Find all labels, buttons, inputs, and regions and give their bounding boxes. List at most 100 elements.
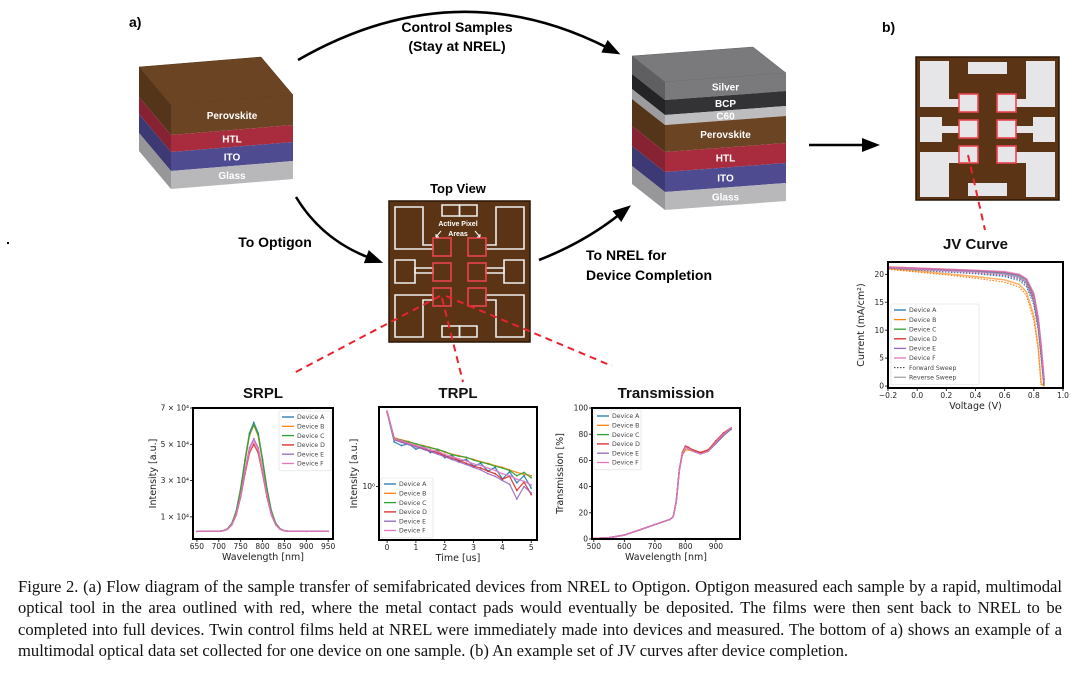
- control-samples-label: Control Samples: [401, 19, 512, 35]
- data-point: [494, 472, 496, 475]
- x-tick-label: 5: [529, 543, 534, 552]
- data-point: [279, 528, 281, 530]
- legend-entry: Device D: [909, 336, 937, 343]
- layer-side-face: [632, 126, 665, 172]
- y-tick-label: 80: [578, 430, 588, 439]
- data-point: [248, 434, 251, 436]
- areas-label: Areas: [448, 231, 468, 238]
- chart-title: JV Curve: [943, 236, 1008, 253]
- data-point: [261, 470, 264, 473]
- data-point: [494, 466, 496, 469]
- y-axis-label: Intensity [a.u.]: [349, 439, 360, 509]
- data-point: [715, 441, 717, 443]
- layer-perovskite: [665, 116, 786, 152]
- data-point: [196, 530, 198, 533]
- data-point: [472, 459, 475, 461]
- data-point: [681, 453, 684, 455]
- legend-entry: Device E: [909, 346, 936, 353]
- x-tick-label: 600: [617, 542, 632, 551]
- layer-perovskite: [171, 95, 293, 135]
- data-point: [386, 410, 388, 413]
- layer-htl: [171, 125, 293, 152]
- layer-label: Glass: [712, 192, 740, 203]
- x-tick-label: 1.0: [1057, 391, 1069, 400]
- data-point: [429, 448, 432, 451]
- series-group: [196, 420, 329, 533]
- data-point: [487, 472, 489, 475]
- active-pixel-area: [958, 93, 979, 113]
- data-point: [422, 448, 424, 451]
- data-point: [407, 443, 410, 446]
- data-point: [253, 439, 255, 442]
- measurement-connectors: [291, 154, 986, 383]
- connector-trpl: [441, 297, 464, 383]
- data-point: [400, 439, 403, 442]
- layer-label: Perovskite: [207, 111, 258, 122]
- x-tick-label: 750: [234, 542, 249, 551]
- data-point: [458, 458, 460, 460]
- data-point: [699, 451, 702, 454]
- data-point: [516, 498, 518, 500]
- y-tick-label: 60: [578, 456, 588, 465]
- contact-pad: [503, 259, 525, 284]
- data-point: [415, 444, 417, 447]
- legend-entry: Device C: [297, 433, 324, 440]
- series-group: [593, 426, 732, 539]
- data-point: [436, 448, 439, 451]
- data-point: [654, 523, 656, 526]
- data-point: [472, 466, 475, 469]
- layer-side-face: [139, 97, 171, 152]
- data-point: [415, 446, 417, 448]
- data-point: [288, 530, 290, 533]
- contact-pad: [987, 62, 1007, 74]
- data-point: [479, 464, 482, 467]
- data-point: [458, 455, 460, 458]
- pointer-arrow-right-icon: [474, 230, 481, 238]
- data-point: [479, 467, 482, 469]
- active-pixel-area: [467, 237, 487, 257]
- x-tick-label: 800: [678, 542, 693, 551]
- chart-title: Transmission: [618, 385, 715, 402]
- data-point: [487, 467, 489, 469]
- data-point: [443, 455, 446, 458]
- data-point: [508, 469, 511, 472]
- data-point: [530, 484, 533, 486]
- data-point: [472, 463, 475, 465]
- x-tick-label: 700: [648, 542, 663, 551]
- data-point: [687, 447, 690, 450]
- data-point: [494, 469, 496, 472]
- layer-label: Glass: [218, 171, 246, 182]
- data-point: [530, 474, 533, 477]
- plot-frame: [591, 407, 741, 540]
- x-tick-label: 500: [587, 542, 602, 551]
- data-point: [305, 530, 308, 533]
- data-point: [407, 441, 410, 443]
- layer-side-face: [632, 56, 665, 100]
- x-axis-label: Time [us]: [435, 553, 481, 564]
- data-point: [222, 529, 224, 532]
- x-axis-label: Wavelength [nm]: [222, 552, 304, 563]
- data-point: [516, 481, 518, 484]
- legend-entry: Device C: [909, 326, 936, 333]
- x-tick-label: 0.4: [970, 391, 982, 400]
- data-point: [508, 474, 511, 477]
- data-point: [253, 421, 255, 424]
- data-point: [675, 501, 678, 504]
- x-tick-label: 4: [500, 543, 505, 552]
- data-point: [487, 470, 489, 472]
- device-completion-label: Device Completion: [586, 267, 712, 283]
- data-point: [257, 448, 259, 451]
- legend-entry: Device C: [612, 432, 639, 439]
- data-point: [508, 483, 511, 486]
- layer-label: Perovskite: [700, 130, 751, 141]
- y-tick-label: 7 × 10⁴: [161, 404, 189, 413]
- data-point: [516, 471, 518, 474]
- data-point: [465, 458, 468, 461]
- legend-entry: Device B: [909, 317, 936, 324]
- data-point: [465, 460, 468, 462]
